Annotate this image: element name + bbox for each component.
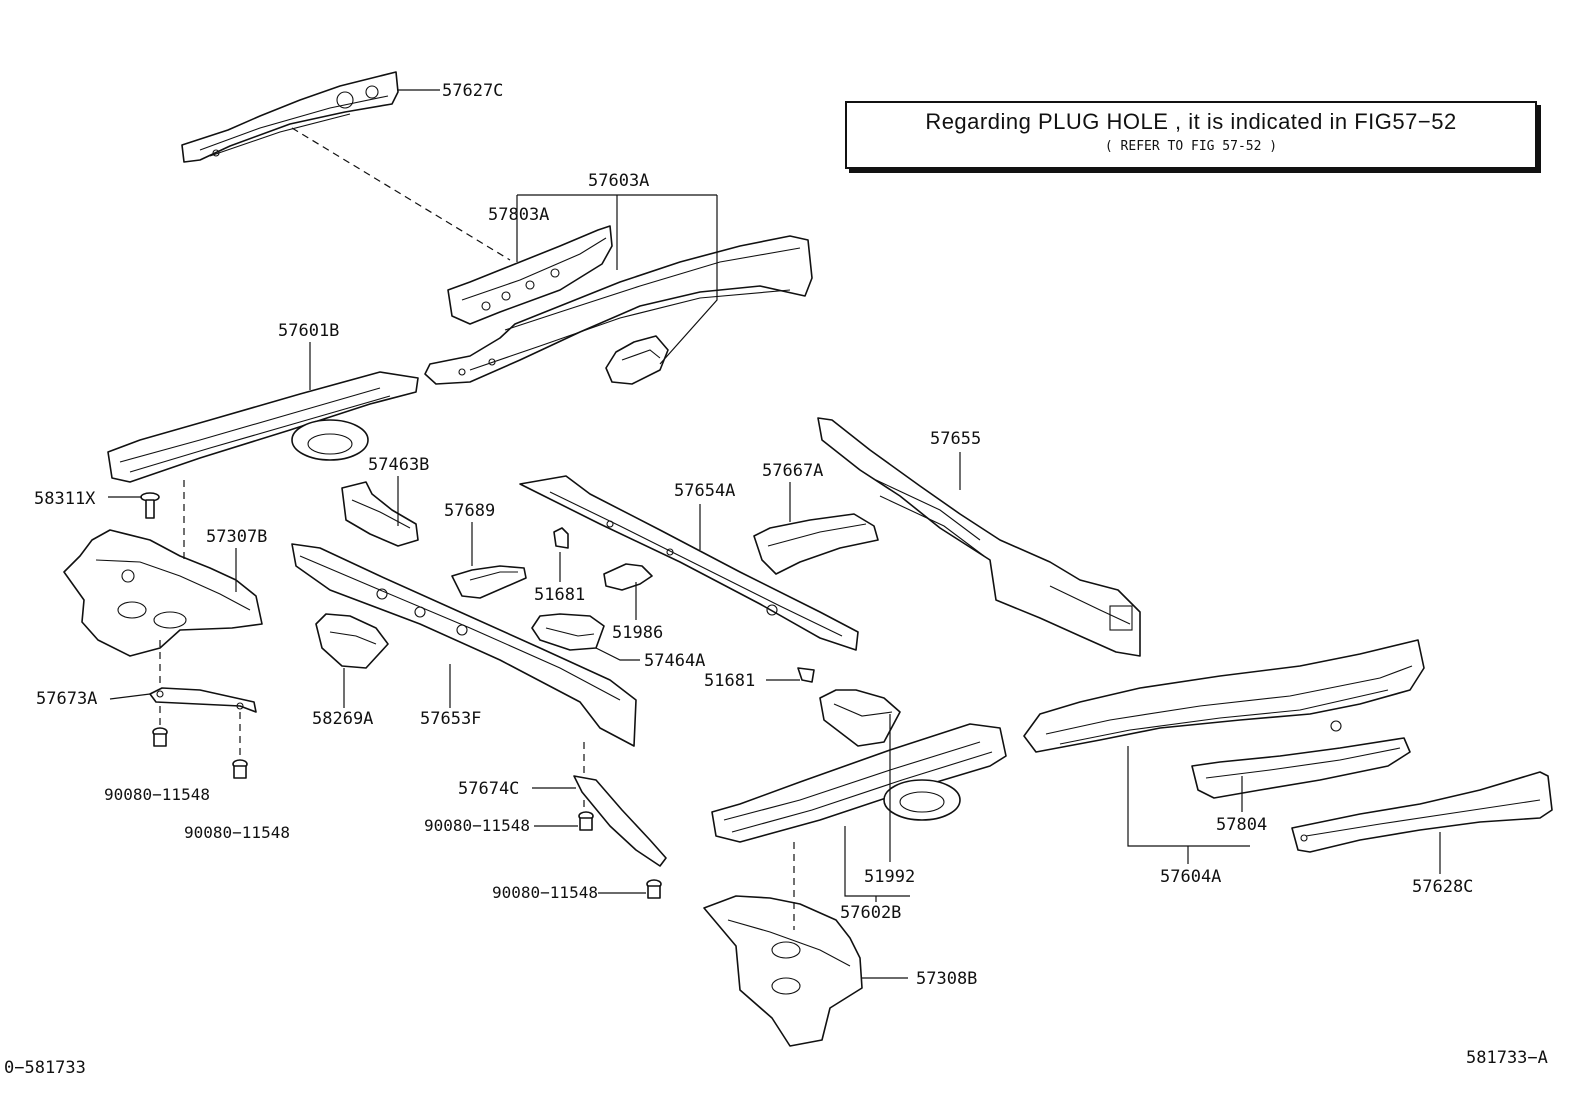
part-51992-drawing xyxy=(819,689,901,747)
part-51986-drawing xyxy=(603,563,653,591)
label-57628C: 57628C xyxy=(1412,877,1473,897)
figure-code-right: 581733−A xyxy=(1466,1048,1548,1068)
label-57464A: 57464A xyxy=(644,651,705,671)
label-57653F: 57653F xyxy=(420,709,481,729)
label-90080-11548-a: 90080−11548 xyxy=(104,785,210,804)
part-57667A-drawing xyxy=(753,513,879,575)
part-57674C-drawing xyxy=(573,775,667,867)
label-57673A: 57673A xyxy=(36,689,97,709)
note-reference-text: ( REFER TO FIG 57-52 ) xyxy=(1104,139,1278,154)
part-labels: 57627C 57603A 57803A 57601B 57655 57463B… xyxy=(34,81,1473,989)
part-57602B-drawing xyxy=(711,723,1007,843)
part-57655-drawing xyxy=(817,417,1141,657)
part-57627C-drawing xyxy=(181,71,399,163)
label-57667A: 57667A xyxy=(762,461,823,481)
label-57654A: 57654A xyxy=(674,481,735,501)
part-bolt-left-1-drawing xyxy=(152,727,168,747)
label-51986: 51986 xyxy=(612,623,663,643)
label-57463B: 57463B xyxy=(368,455,429,475)
part-57308B-drawing xyxy=(703,895,863,1047)
label-57803A: 57803A xyxy=(488,205,549,225)
label-57604A: 57604A xyxy=(1160,867,1221,887)
part-51681-a-drawing xyxy=(553,527,569,549)
label-58269A: 58269A xyxy=(312,709,373,729)
label-51992: 51992 xyxy=(864,867,915,887)
label-57674C: 57674C xyxy=(458,779,519,799)
label-57603A: 57603A xyxy=(588,171,649,191)
label-57602B: 57602B xyxy=(840,903,901,923)
part-57654A-drawing xyxy=(519,475,859,651)
label-57804: 57804 xyxy=(1216,815,1267,835)
part-bolt-center-1-drawing xyxy=(578,811,594,831)
part-57604A-drawing xyxy=(1023,639,1425,753)
part-bracket-57603A-drawing xyxy=(605,335,669,385)
part-58269A-drawing xyxy=(315,613,389,669)
label-57655: 57655 xyxy=(930,429,981,449)
label-90080-11548-d: 90080−11548 xyxy=(492,883,598,902)
part-57628C-drawing xyxy=(1291,771,1553,853)
part-57653F-drawing xyxy=(291,543,637,747)
part-57463B-drawing xyxy=(341,481,419,547)
part-57307B-drawing xyxy=(63,529,263,657)
part-57673A-drawing xyxy=(149,687,257,713)
leader-lines xyxy=(108,89,1441,979)
part-57804-drawing xyxy=(1191,737,1411,799)
label-58311X: 58311X xyxy=(34,489,96,509)
part-58311X-drawing xyxy=(140,492,160,519)
part-57464A-drawing xyxy=(531,613,605,651)
label-57307B: 57307B xyxy=(206,527,267,547)
label-57627C: 57627C xyxy=(442,81,503,101)
part-bolt-left-2-drawing xyxy=(232,759,248,779)
part-bolt-center-2-drawing xyxy=(646,879,662,899)
label-51681-b: 51681 xyxy=(704,671,755,691)
plug-hole-note-box: Regarding PLUG HOLE , it is indicated in… xyxy=(845,101,1537,169)
part-57689-drawing xyxy=(451,565,527,599)
note-main-text: Regarding PLUG HOLE , it is indicated in… xyxy=(925,109,1457,134)
label-90080-11548-c: 90080−11548 xyxy=(424,816,530,835)
label-90080-11548-b: 90080−11548 xyxy=(184,823,290,842)
part-57601B-drawing xyxy=(107,371,419,483)
label-57308B: 57308B xyxy=(916,969,977,989)
label-57689: 57689 xyxy=(444,501,495,521)
label-57601B: 57601B xyxy=(278,321,339,341)
part-51681-b-drawing xyxy=(797,667,815,683)
label-51681-a: 51681 xyxy=(534,585,585,605)
part-57803A-drawing xyxy=(447,225,613,325)
dashed-alignment-lines xyxy=(159,127,795,930)
figure-code-left: 0−581733 xyxy=(4,1058,86,1078)
part-57603A-drawing xyxy=(424,235,813,385)
